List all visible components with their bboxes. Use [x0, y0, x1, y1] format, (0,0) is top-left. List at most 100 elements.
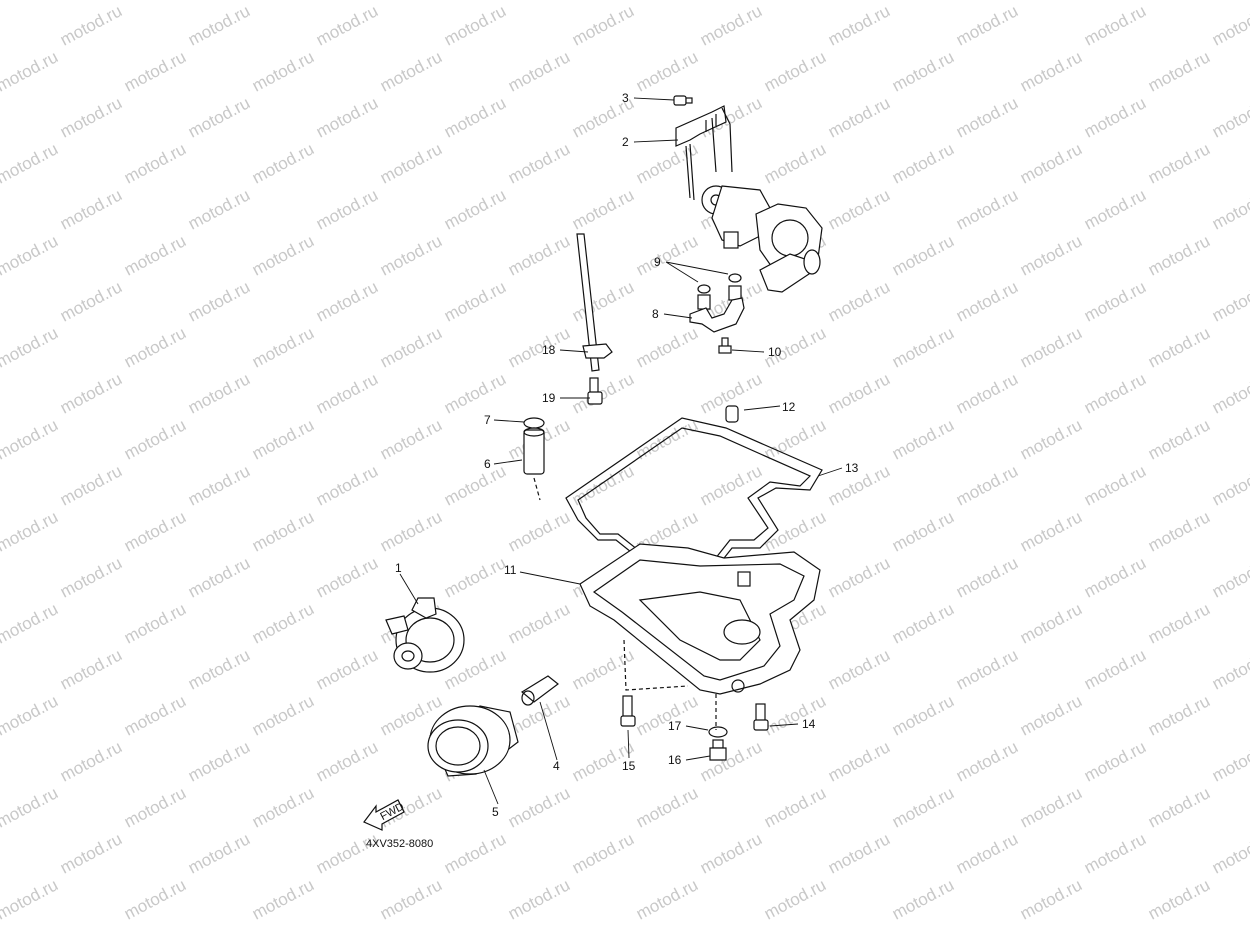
watermark-text: motod.ru	[57, 1, 125, 49]
watermark-text: motod.ru	[377, 323, 445, 371]
callout-3: 3	[622, 91, 629, 105]
watermark-text: motod.ru	[313, 829, 381, 877]
watermark-text: motod.ru	[121, 783, 189, 831]
watermark-text: motod.ru	[57, 185, 125, 233]
watermark-text: motod.ru	[761, 47, 829, 95]
watermark-text: motod.ru	[441, 1, 509, 49]
watermark-text: motod.ru	[121, 415, 189, 463]
watermark-text: motod.ru	[633, 231, 701, 279]
watermark-text: motod.ru	[825, 645, 893, 693]
watermark-text: motod.ru	[761, 691, 829, 739]
watermark-text: motod.ru	[953, 277, 1021, 325]
part-6-strainer	[523, 427, 545, 501]
watermark-text: motod.ru	[313, 737, 381, 785]
watermark-text: motod.ru	[185, 277, 253, 325]
watermark-text: motod.ru	[1145, 231, 1213, 279]
watermark-text: motod.ru	[0, 783, 61, 831]
watermark-text: motod.ru	[1209, 737, 1250, 785]
watermark-text: motod.ru	[185, 737, 253, 785]
callout-6: 6	[484, 457, 491, 471]
watermark-text: motod.ru	[889, 507, 957, 555]
watermark-text: motod.ru	[313, 461, 381, 509]
watermark-text: motod.ru	[121, 875, 189, 923]
part-14-bolt	[753, 703, 769, 731]
watermark-text: motod.ru	[825, 737, 893, 785]
watermark-text: motod.ru	[0, 231, 61, 279]
part-7-o-ring	[523, 417, 545, 429]
watermark-text: motod.ru	[1017, 139, 1085, 187]
part-19-bolt	[587, 377, 603, 405]
watermark-text: motod.ru	[1209, 93, 1250, 141]
watermark-text: motod.ru	[1017, 323, 1085, 371]
part-16-drain-bolt	[709, 739, 727, 761]
watermark-text: motod.ru	[1145, 783, 1213, 831]
watermark-text: motod.ru	[825, 1, 893, 49]
watermark-text: motod.ru	[633, 415, 701, 463]
watermark-text: motod.ru	[953, 645, 1021, 693]
watermark-text: motod.ru	[953, 461, 1021, 509]
watermark-text: motod.ru	[441, 185, 509, 233]
watermark-text: motod.ru	[1081, 553, 1149, 601]
watermark-text: motod.ru	[249, 323, 317, 371]
watermark-text: motod.ru	[825, 829, 893, 877]
watermark-text: motod.ru	[569, 185, 637, 233]
watermark-text: motod.ru	[505, 323, 573, 371]
watermark-text: motod.ru	[1081, 369, 1149, 417]
watermark-text: motod.ru	[57, 737, 125, 785]
watermark-text: motod.ru	[249, 783, 317, 831]
watermark-text: motod.ru	[0, 875, 61, 923]
watermark-text: motod.ru	[121, 691, 189, 739]
callout-14: 14	[802, 717, 816, 731]
watermark-text: motod.ru	[121, 507, 189, 555]
watermark-text: motod.ru	[825, 461, 893, 509]
watermark-text: motod.ru	[377, 47, 445, 95]
watermark-text: motod.ru	[505, 47, 573, 95]
watermark-text: motod.ru	[185, 553, 253, 601]
part-9-o-rings	[697, 273, 742, 294]
part-8-pipe	[689, 285, 745, 333]
watermark-text: motod.ru	[953, 829, 1021, 877]
watermark-text: motod.ru	[1081, 461, 1149, 509]
watermark-text: motod.ru	[825, 93, 893, 141]
watermark-text: motod.ru	[1145, 691, 1213, 739]
watermark-text: motod.ru	[1145, 415, 1213, 463]
watermark-text: motod.ru	[953, 369, 1021, 417]
watermark-text: motod.ru	[889, 47, 957, 95]
watermark-text: motod.ru	[505, 875, 573, 923]
watermark-text: motod.ru	[633, 875, 701, 923]
watermark-text: motod.ru	[57, 645, 125, 693]
watermark-text: motod.ru	[1209, 553, 1250, 601]
callout-4: 4	[553, 759, 560, 773]
callout-19: 19	[542, 391, 556, 405]
watermark-text: motod.ru	[953, 737, 1021, 785]
watermark-text: motod.ru	[249, 691, 317, 739]
watermark-text: motod.ru	[697, 461, 765, 509]
watermark-text: motod.ru	[1081, 829, 1149, 877]
part-11-oil-pan	[579, 543, 821, 730]
watermark-text: motod.ru	[1145, 599, 1213, 647]
watermark-text: motod.ru	[441, 461, 509, 509]
part-18-tube	[576, 233, 613, 372]
watermark-text: motod.ru	[441, 93, 509, 141]
watermark-text: motod.ru	[121, 47, 189, 95]
watermark-text: motod.ru	[569, 277, 637, 325]
diagram-code: 4XV352-8080	[366, 838, 433, 850]
watermark-text: motod.ru	[313, 553, 381, 601]
watermark-text: motod.ru	[57, 553, 125, 601]
callout-1: 1	[395, 561, 402, 575]
watermark-text: motod.ru	[377, 507, 445, 555]
watermark-text: motod.ru	[121, 599, 189, 647]
part-4-union-bolt	[520, 675, 559, 706]
watermark-text: motod.ru	[953, 553, 1021, 601]
watermark-text: motod.ru	[1017, 47, 1085, 95]
watermark-text: motod.ru	[121, 323, 189, 371]
watermark-text: motod.ru	[185, 829, 253, 877]
watermark-text: motod.ru	[313, 369, 381, 417]
watermark-text: motod.ru	[1081, 185, 1149, 233]
watermark-text: motod.ru	[441, 369, 509, 417]
watermark-text: motod.ru	[889, 875, 957, 923]
part-17-washer	[708, 726, 728, 738]
watermark-text: motod.ru	[0, 599, 61, 647]
part-13-gasket	[565, 417, 823, 591]
